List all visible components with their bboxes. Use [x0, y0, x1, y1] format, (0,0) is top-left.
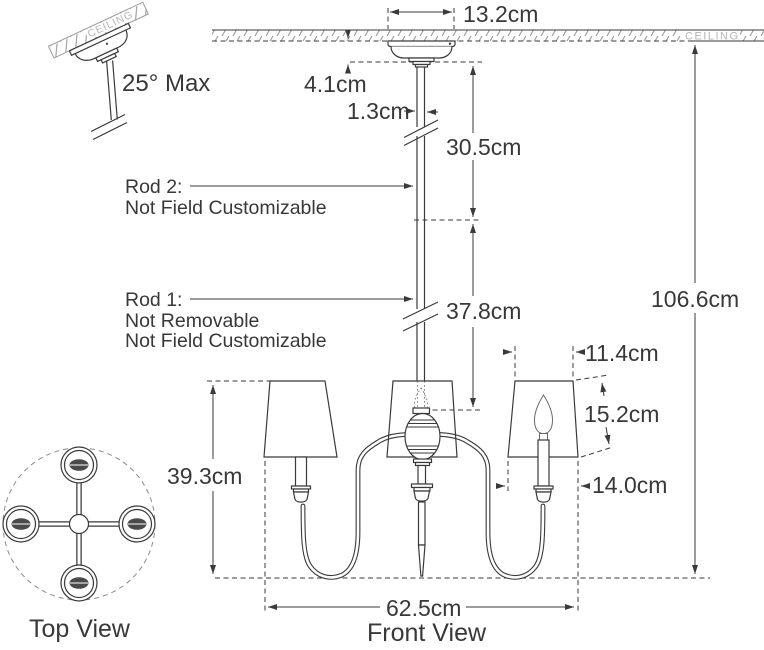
top-view-shade-west [2, 505, 40, 543]
right-bulb-neck [539, 433, 548, 441]
rod1-note2: Not Field Customizable [125, 330, 327, 352]
dim-label-rod2: 30.5cm [446, 134, 521, 160]
dim-label-rod1: 37.8cm [446, 298, 521, 324]
center-column [410, 458, 434, 577]
center-cup [413, 490, 431, 502]
dim-label-canopy-height: 4.1cm [304, 71, 367, 97]
main-ceiling-band: CEILING [212, 29, 764, 43]
ceiling-label: CEILING [685, 31, 740, 43]
tilt-max-label: 25° Max [122, 70, 210, 97]
left-arm-inner [301, 433, 408, 579]
canopy [387, 40, 456, 68]
sloped-rod-break [90, 113, 128, 141]
top-view-shade-south [60, 564, 98, 602]
rod-lines [416, 67, 426, 381]
right-candle [533, 439, 554, 503]
dim-shadeheight-upper [600, 382, 607, 397]
left-candle-sleeve [294, 456, 308, 487]
ceiling-label-backing [682, 30, 740, 41]
canopy-neck-3 [414, 63, 429, 68]
dim-label-overall-height: 106.6cm [651, 286, 739, 312]
rod2-title: Rod 2: [125, 176, 182, 198]
center-stem [417, 464, 427, 485]
top-view-label: Top View [29, 615, 131, 643]
top-view-hub [68, 513, 90, 535]
dimension-lines [190, 8, 710, 612]
sloped-ceiling-label-backing [84, 10, 133, 41]
dim-label-shade-bottom: 14.0cm [592, 472, 667, 498]
right-arm-inner [438, 433, 545, 579]
dim-label-body-height: 39.3cm [167, 463, 242, 489]
front-view-label: Front View [367, 619, 487, 647]
top-view-shade-east [118, 505, 156, 543]
chandelier-body [263, 380, 579, 580]
right-candle-cup [535, 491, 552, 503]
canopy-screw [448, 42, 452, 45]
left-shade [263, 380, 338, 458]
sloped-canopy-neck2 [100, 52, 118, 64]
top-view-shade-north [60, 446, 98, 484]
sloped-rod [106, 60, 118, 121]
sloped-canopy-screw [105, 42, 109, 45]
ref-shade-bottom-ext [580, 446, 614, 458]
center-finial-tip [417, 544, 426, 577]
left-candle-cup [292, 491, 310, 503]
canopy-dome [390, 46, 453, 59]
top-view-arms-inner [30, 470, 128, 578]
canopy-plate [387, 40, 456, 48]
center-rod-hidden [417, 381, 425, 408]
left-candle [290, 456, 312, 503]
rod1-title: Rod 1: [125, 289, 182, 311]
center-finial-stem [417, 501, 426, 546]
dim-label-fixture-width: 62.5cm [386, 595, 461, 621]
rod1-note1: Not Removable [125, 310, 259, 332]
ball-top-socket [412, 407, 431, 415]
right-candle-sleeve [537, 439, 550, 487]
center-candle-bulb-hidden [413, 387, 429, 415]
center-shade-outline [386, 380, 458, 458]
dim-label-shade-height: 15.2cm [584, 401, 659, 427]
rod-break-lower [402, 301, 439, 332]
dim-label-canopy-width: 13.2cm [463, 1, 538, 27]
rod2-note: Not Field Customizable [125, 197, 327, 219]
hanging-rod [402, 67, 439, 381]
dim-label-shade-top: 11.4cm [585, 340, 659, 366]
rod-break-upper [403, 119, 439, 147]
center-ball-bands [405, 419, 440, 454]
labels: 25° Max 13.2cm 4.1cm 1.3cm 30.5cm 37.8cm… [29, 1, 739, 647]
ceiling-hatch [212, 30, 764, 41]
sloped-canopy-plate [68, 22, 132, 57]
top-view [2, 446, 156, 602]
dim-label-rod-diameter: 1.3cm [347, 98, 410, 124]
sloped-ceiling-detail: CEILING [47, 1, 149, 141]
dim-shadeheight-lower [604, 426, 611, 445]
ref-shade-top-ext [575, 374, 610, 381]
